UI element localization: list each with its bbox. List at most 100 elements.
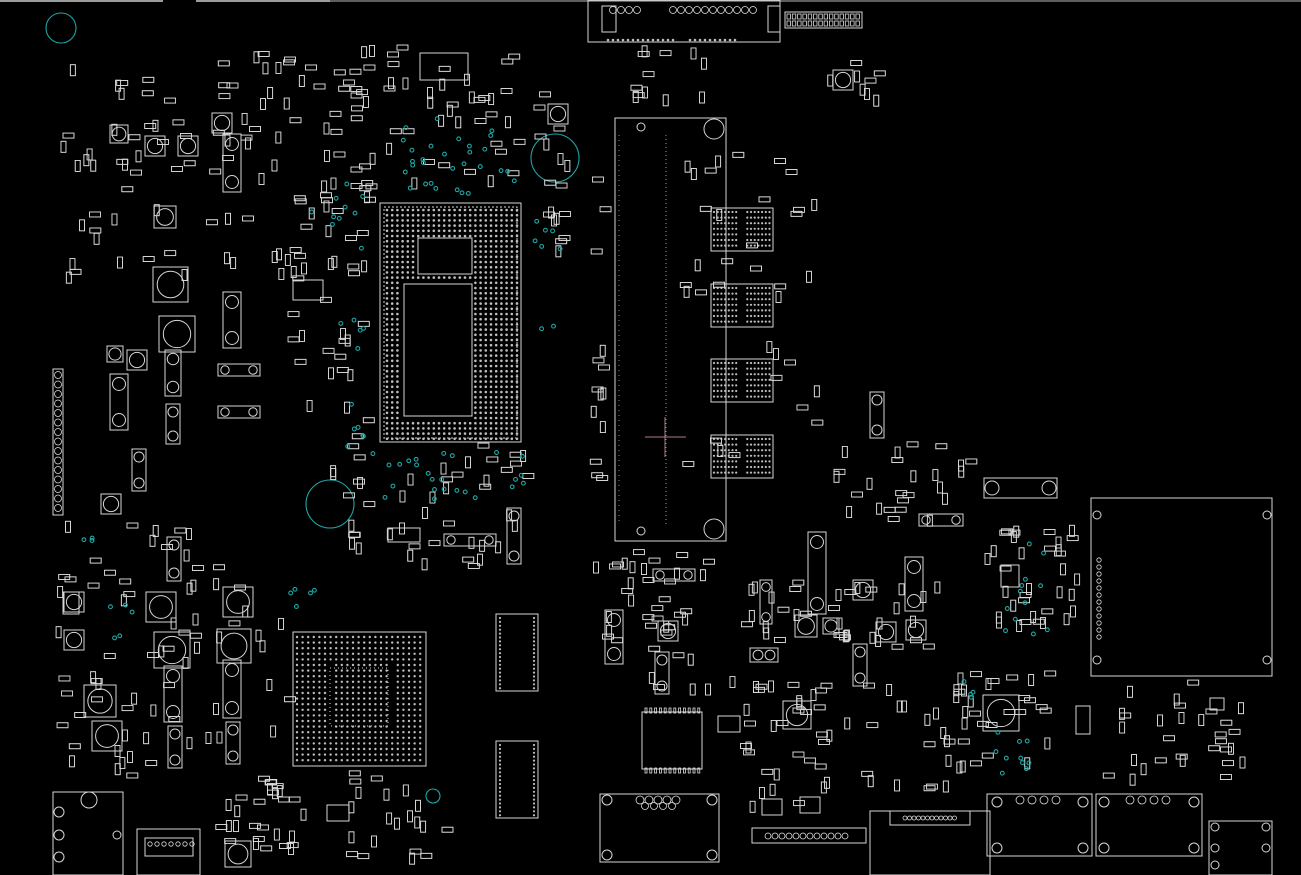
usb3-port-c[interactable] [1095, 793, 1203, 857]
memory-chips[interactable] [710, 207, 774, 479]
cpu-ball [510, 291, 514, 295]
memory-ball [761, 227, 764, 230]
tall-capacitors[interactable] [109, 133, 964, 769]
smd-pad-part [356, 229, 369, 236]
smd-pad-part [65, 271, 72, 284]
mounting-hole-cpu-right[interactable] [530, 133, 580, 183]
fan-connector[interactable] [983, 477, 1058, 499]
wifi-module-area[interactable] [1090, 497, 1273, 677]
top-connector-b[interactable] [784, 11, 863, 29]
smd-pad-part [342, 79, 355, 86]
cpu-ball [494, 224, 498, 227]
pch-ball [295, 635, 299, 639]
hdmi-port[interactable] [136, 828, 201, 875]
cpu-ball [515, 255, 519, 259]
cpu-bga-package[interactable] [379, 202, 522, 443]
via [410, 158, 415, 164]
smd-pad-part [923, 785, 936, 792]
smd-pad-part [347, 443, 360, 450]
cpu-ball [385, 421, 389, 425]
smd-pad-part [409, 848, 422, 855]
sata-connector-left[interactable] [495, 613, 539, 819]
small-ics[interactable] [62, 52, 1225, 822]
memory-ball [735, 216, 738, 219]
cpu-ball [505, 359, 508, 363]
audio-jack[interactable] [1208, 820, 1273, 875]
smd-pad-part [330, 465, 337, 478]
smd-pad-part [111, 213, 118, 226]
usb-pin [902, 815, 908, 821]
vga-connector[interactable] [751, 827, 867, 844]
header-pin [802, 13, 807, 20]
pch-ball [407, 703, 411, 706]
cpu-ball [453, 224, 456, 227]
pch-ball [374, 697, 377, 700]
top-connector-a[interactable] [587, 0, 781, 43]
sodimm-slot[interactable] [614, 117, 727, 542]
cpu-ball [442, 432, 446, 435]
pch-ball [346, 736, 349, 739]
pch-ball [318, 675, 321, 678]
cpu-ball [442, 234, 446, 238]
sata-pin [532, 802, 536, 805]
mounting-hole-bottom[interactable] [425, 788, 441, 804]
cpu-ball [500, 380, 503, 383]
cpu-ball [390, 338, 394, 342]
smd-pad-part [555, 238, 568, 245]
capacitor-pad [220, 365, 230, 375]
memory-ball [753, 437, 756, 441]
cpu-ball [411, 260, 415, 264]
pch-ball [307, 742, 310, 745]
smd-pad-part [1016, 620, 1022, 632]
capacitor-pad [508, 550, 520, 562]
cpu-ball [515, 375, 519, 378]
pch-ball [357, 719, 360, 723]
cpu-ball [505, 229, 508, 233]
cpu-ball [510, 307, 514, 311]
smd-pad-part [1214, 731, 1227, 738]
memory-ball [735, 309, 738, 312]
cpu-ball [489, 281, 493, 285]
smd-pad-part [1063, 613, 1070, 626]
smd-pad-part [228, 620, 241, 627]
cpu-ball [474, 281, 477, 285]
cpu-ball [505, 427, 508, 430]
ec-controller-ic[interactable] [641, 711, 703, 770]
smd-pad-part [689, 683, 696, 696]
smd-pad-part [811, 419, 824, 426]
ec-pin [644, 707, 648, 714]
smd-pad-part [910, 470, 917, 483]
memory-ball [768, 373, 771, 376]
usb3-port-a[interactable] [869, 810, 991, 875]
mounting-hole-cpu-left[interactable] [305, 479, 355, 529]
pch-ball [340, 736, 343, 739]
memory-ball [735, 389, 738, 393]
small-components[interactable] [55, 44, 1246, 865]
usb3-port-b[interactable] [986, 793, 1093, 857]
cpu-ball [390, 265, 394, 269]
usb-port-left[interactable] [52, 791, 124, 875]
smd-pad-part [793, 206, 805, 213]
inductors[interactable] [63, 69, 1020, 868]
cpu-ball [510, 380, 514, 383]
smd-pad-part [230, 257, 237, 270]
smd-pad-part [1074, 573, 1080, 586]
smd-pad-part [363, 501, 376, 508]
sata-pin [532, 628, 536, 631]
mounting-hole-top-left[interactable] [45, 12, 77, 44]
rj45-port[interactable] [599, 793, 720, 863]
memory-ball [749, 460, 753, 463]
cpu-ball [479, 297, 482, 300]
pch-ball [346, 680, 349, 683]
cpu-ball [484, 213, 488, 217]
left-edge-connector[interactable] [52, 368, 64, 516]
cpu-ball [432, 224, 436, 227]
cpu-ball [479, 224, 482, 227]
pch-ball [379, 759, 383, 762]
pch-ball [323, 680, 327, 683]
via [338, 320, 344, 326]
cpu-ball [442, 276, 446, 279]
memory-ball [724, 471, 727, 474]
